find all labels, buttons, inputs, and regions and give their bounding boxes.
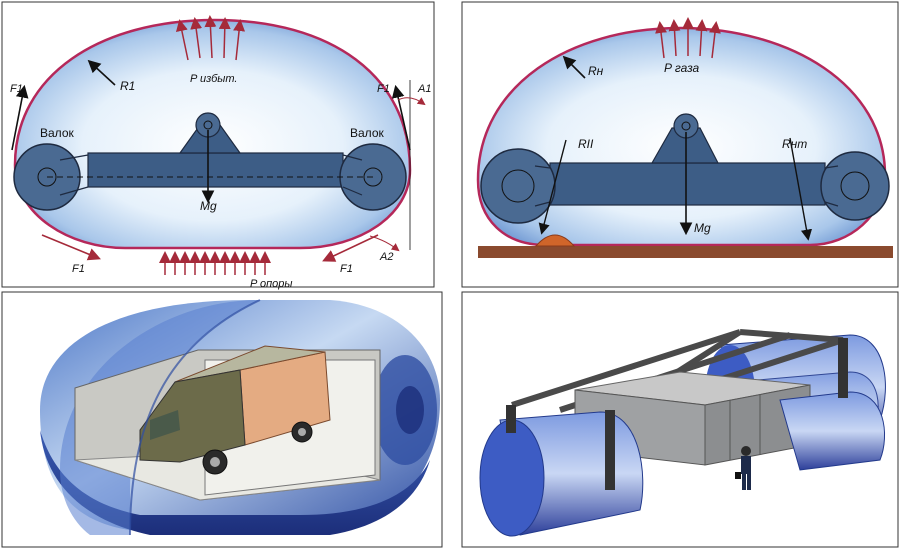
r1-arrow — [87, 59, 116, 86]
truck-window — [150, 410, 180, 440]
truck-wheel-rear-hub — [298, 428, 306, 436]
rnt-arrow — [789, 137, 813, 241]
pivot-hub-2 — [681, 121, 691, 131]
upright-rear-right — [838, 338, 848, 398]
roller-links-1 — [59, 154, 363, 196]
shell-front-3 — [60, 300, 260, 535]
roller-right-2 — [820, 151, 890, 221]
label-p-izbyt: P избыт. — [190, 73, 237, 85]
label-valok-left: Валок — [40, 126, 74, 140]
upright-front-right — [605, 410, 615, 490]
f1-bottom-right-arrow — [322, 234, 379, 262]
frame-beam-1 — [87, 152, 344, 188]
r2-arrow — [538, 139, 567, 235]
label-f1-bottom-right: F1 — [340, 263, 353, 275]
label-mg-1: Mg — [200, 199, 217, 213]
label-f1-top-left: F1 — [10, 83, 23, 95]
pressure-arrows-bottom — [159, 251, 271, 275]
shell-right-hub-3 — [396, 386, 424, 434]
truck-cab — [139, 369, 246, 463]
frame-mount-2 — [650, 127, 719, 164]
f1-bottom-left-arrow — [41, 234, 101, 261]
label-p-gaza: P газа — [664, 61, 700, 75]
panel-2-force-diagram: Rн P газа RII Rнт Mg — [476, 17, 893, 258]
pivot-hub-1 — [203, 120, 213, 130]
label-a2: A2 — [379, 251, 393, 263]
label-rn: Rн — [588, 64, 604, 78]
rn-arrow — [562, 55, 586, 79]
frame-beam-2 — [549, 162, 826, 206]
gas-pressure-arrows — [655, 17, 721, 59]
label-f1-top-right: F1 — [377, 83, 390, 95]
a2-angle-arc — [369, 235, 400, 252]
roller-left-hub-2 — [501, 169, 535, 203]
panel-4-vehicle-illustration — [479, 329, 886, 537]
label-p-opory: P опоры — [250, 278, 293, 290]
label-rnt: Rнт — [782, 137, 807, 151]
label-f1-bottom-left: F1 — [72, 263, 85, 275]
label-valok-right: Валок — [350, 126, 384, 140]
label-mg-2: Mg — [694, 221, 711, 235]
roller-front-left-end — [479, 419, 545, 537]
a1-angle-arc — [397, 97, 426, 106]
truck-wheel-front-hub — [210, 457, 220, 467]
ground-bump — [534, 234, 576, 247]
pressure-arrows-top — [175, 15, 246, 61]
roller-right-hub-2 — [840, 171, 870, 201]
label-r1: R1 — [120, 79, 135, 93]
label-r2: RII — [578, 137, 594, 151]
roller-left-2 — [480, 148, 556, 224]
roller-right-hub-1 — [363, 167, 383, 187]
roller-links-2 — [534, 165, 839, 207]
upright-front-left — [506, 405, 516, 433]
ground-2 — [478, 246, 893, 258]
roller-left-hub-1 — [37, 167, 57, 187]
panel-3-cutaway-illustration — [40, 299, 440, 536]
label-a1: A1 — [417, 83, 431, 95]
shell-cut-edge-3 — [129, 299, 261, 536]
f1-top-left-arrow — [11, 84, 29, 151]
panel-1-force-diagram: R1 P избыт. Валок Валок F1 F1 A1 Mg F1 F… — [10, 15, 431, 290]
f1-top-right-arrow — [391, 84, 411, 151]
roller-front-right — [779, 391, 886, 471]
person-figure — [735, 446, 751, 490]
